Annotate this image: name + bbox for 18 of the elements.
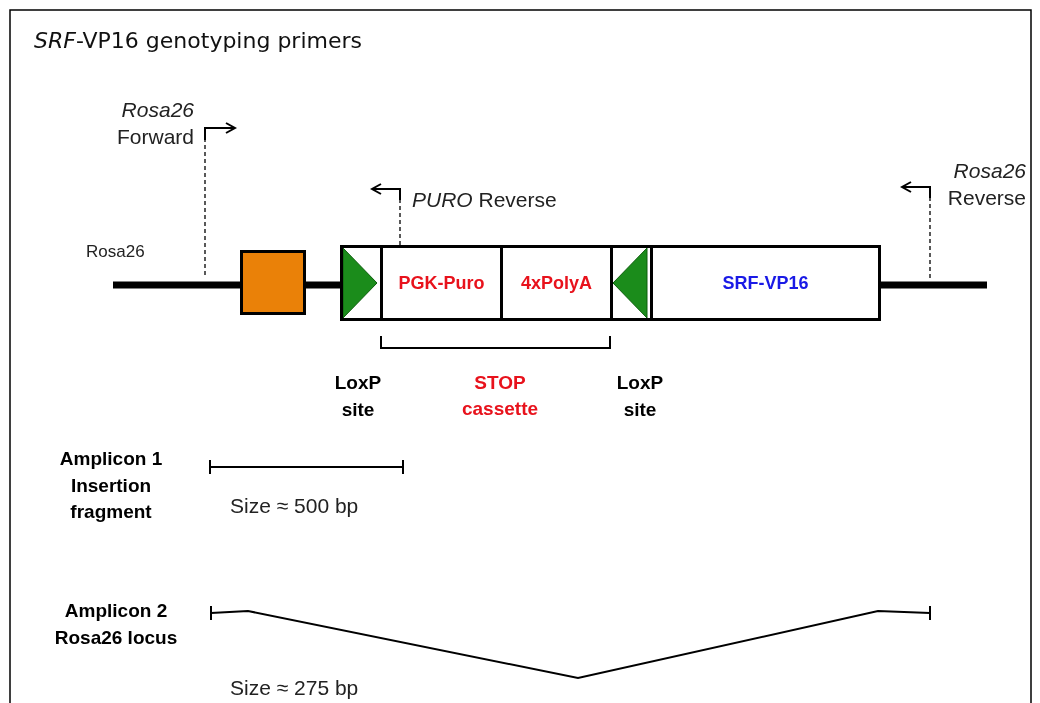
cassette-box: PGK-Puro	[380, 245, 503, 321]
loxp-site-box	[340, 245, 383, 321]
amplicon-label: Amplicon 1 Insertion fragment	[58, 447, 164, 525]
loxp-label: LoxP site	[333, 371, 383, 422]
size-label: Size ≈ 275 bp	[230, 676, 359, 700]
locus-label: Rosa26	[86, 242, 145, 262]
gene-box: SRF-VP16	[650, 245, 881, 321]
loxp-site-box	[610, 245, 653, 321]
size-label: Size ≈ 500 bp	[230, 494, 359, 518]
primer-label: Rosa26 Reverse	[946, 158, 1026, 212]
square-block	[240, 250, 306, 315]
primer-label: PURO Reverse	[412, 188, 557, 212]
cassette-label: STOP cassette	[460, 371, 540, 421]
cassette-box: 4xPolyA	[500, 245, 613, 321]
title-text: SRF-VP16 genotyping primers	[34, 28, 362, 53]
loxp-label: LoxP site	[615, 371, 665, 422]
primer-label: Rosa26 Forward	[115, 97, 194, 151]
amplicon-label: Amplicon 2 Rosa26 locus	[53, 599, 179, 650]
